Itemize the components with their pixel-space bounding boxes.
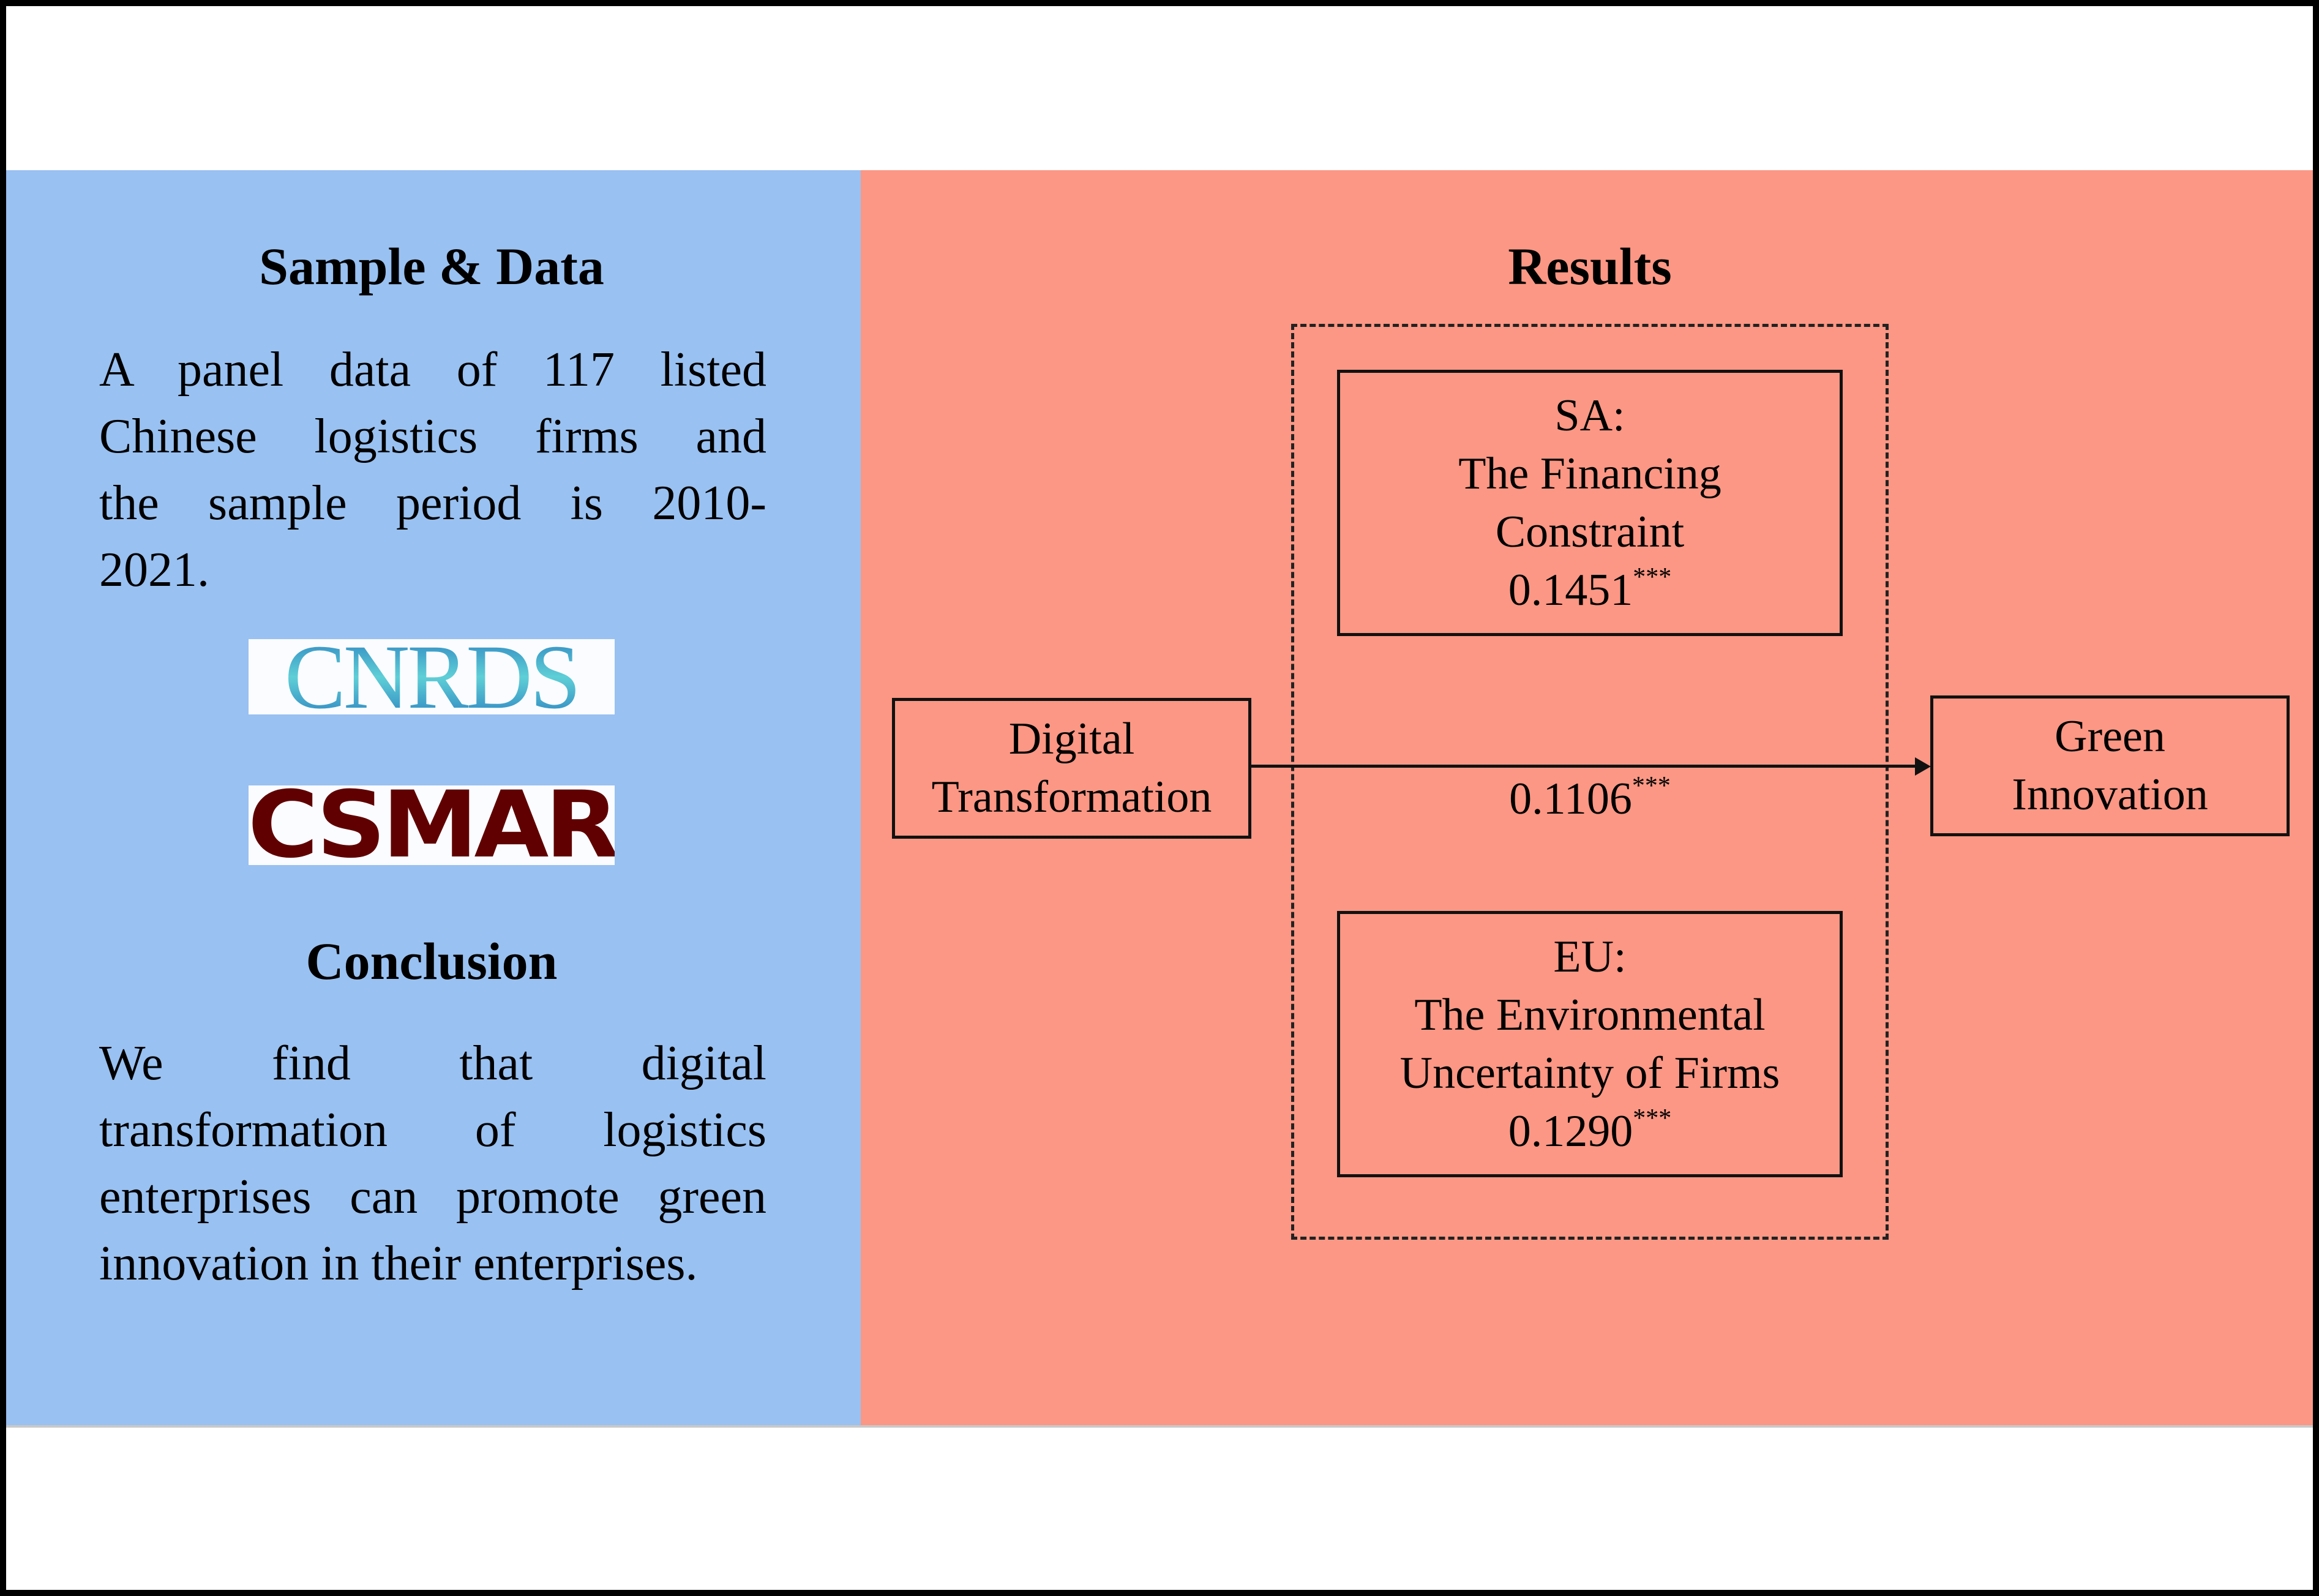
csmar-logo: CSMAR (249, 785, 615, 865)
mediator-sa-box: SA: The Financing Constraint 0.1451*** (1337, 370, 1843, 636)
sample-line: Chinese logistics firms and (99, 410, 766, 463)
results-panel (861, 170, 2313, 1425)
digital-transformation-box: Digital Transformation (892, 698, 1251, 839)
sample-line: the sample period is 2010- (99, 476, 766, 530)
arrowhead-icon (1915, 757, 1931, 776)
mediator-eu-box: EU: The Environmental Uncertainty of Fir… (1337, 911, 1843, 1177)
conclusion-text: We find that digital transformation of l… (99, 1030, 766, 1297)
significance-stars: *** (1632, 772, 1671, 801)
sa-label: SA: (1554, 390, 1625, 441)
cnrds-logo: CNRDS (249, 639, 615, 714)
results-title: Results (1508, 237, 1672, 296)
conclusion-line: enterprises can promote green (99, 1170, 766, 1224)
sa-line2: Constraint (1495, 506, 1685, 557)
eu-coefficient: 0.1290*** (1508, 1104, 1672, 1156)
sample-line: 2021. (99, 543, 209, 597)
conclusion-line: innovation in their enterprises. (99, 1237, 698, 1291)
conclusion-line: transformation of logistics (99, 1103, 766, 1157)
eu-line2: Uncertainty of Firms (1399, 1047, 1780, 1098)
conclusion-title: Conclusion (305, 932, 558, 991)
mediators-dashed-box (1291, 324, 1889, 1240)
significance-stars: *** (1633, 563, 1672, 591)
divider (6, 1425, 2313, 1428)
significance-stars: *** (1633, 1104, 1672, 1133)
direct-effect-coefficient: 0.1106*** (1509, 772, 1671, 824)
eu-line1: The Environmental (1414, 989, 1766, 1040)
conclusion-line: We find that digital (99, 1036, 766, 1090)
sa-coefficient: 0.1451*** (1508, 563, 1672, 615)
green-innovation-box: Green Innovation (1930, 695, 2290, 836)
dependent-line2: Innovation (2012, 770, 2208, 820)
eu-label: EU: (1553, 931, 1627, 982)
direct-effect-arrow (1251, 765, 1919, 768)
dependent-line1: Green (2055, 711, 2165, 762)
sample-description: A panel data of 117 listed Chinese logis… (99, 337, 766, 604)
independent-line1: Digital (1008, 714, 1135, 764)
independent-line2: Transformation (931, 772, 1212, 822)
sample-data-title: Sample & Data (259, 237, 604, 296)
sample-line: A panel data of 117 listed (99, 343, 766, 397)
sa-line1: The Financing (1458, 448, 1721, 499)
